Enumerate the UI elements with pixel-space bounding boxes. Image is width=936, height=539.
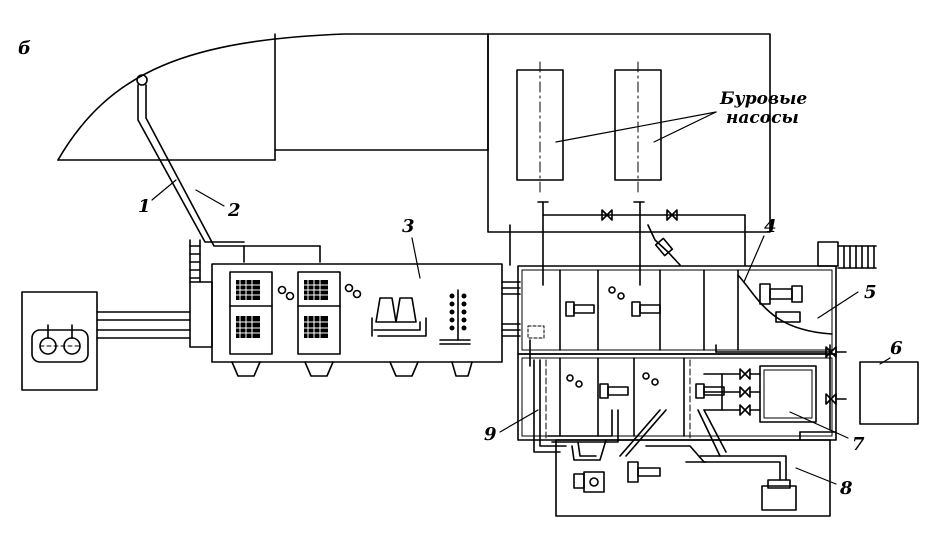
callout-8: 8: [840, 478, 853, 499]
callout-6: 6: [890, 338, 903, 359]
storage-block-8: [555, 431, 837, 517]
mud-tanks-lower: [517, 353, 837, 441]
stairs-right: [817, 241, 877, 269]
callout-9: 9: [484, 424, 497, 445]
block-3-skid: [189, 263, 521, 377]
discharge-manifold: [509, 201, 746, 286]
callout-5: 5: [864, 282, 877, 303]
standpipe-hose: [136, 74, 321, 263]
side-piping: [529, 339, 847, 431]
grid-blocks: [235, 279, 329, 339]
pump-label-line1: Буровые: [720, 89, 808, 109]
stairs-left: [189, 239, 201, 283]
power-unit: [21, 291, 191, 391]
block-6: [859, 361, 919, 425]
centrifugal-pumps-upper: [565, 283, 803, 323]
callout-leaders: [151, 111, 891, 485]
callout-1: 1: [138, 196, 151, 217]
return-lines: [533, 359, 727, 463]
callout-3: 3: [402, 216, 415, 237]
pump-label: Буровые насосы: [720, 90, 807, 128]
coil-element: [449, 293, 467, 331]
callout-7: 7: [852, 434, 865, 455]
mud-pumps-building: [487, 33, 771, 233]
pump-label-line2: насосы: [726, 108, 799, 128]
drill-floor-outline: [57, 33, 489, 161]
callout-4: 4: [764, 216, 777, 237]
callout-2: 2: [228, 200, 241, 221]
panel-letter: б: [18, 38, 31, 59]
